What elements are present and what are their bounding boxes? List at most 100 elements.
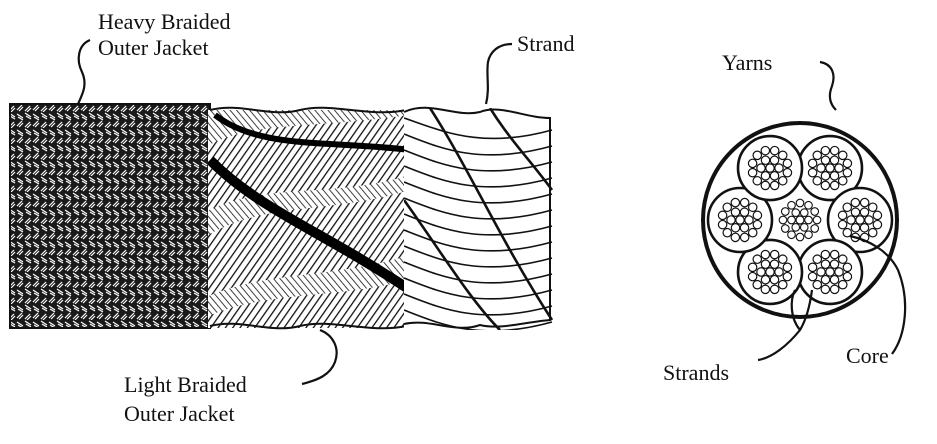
core-yarn-circle xyxy=(805,201,813,209)
yarn-circle xyxy=(736,216,744,224)
yarn-circle xyxy=(770,250,778,258)
yarn-circle xyxy=(731,198,739,206)
yarn-circle xyxy=(740,208,748,216)
yarn-circle xyxy=(860,198,868,206)
yarn-circle xyxy=(740,198,748,206)
yarn-circle xyxy=(748,169,756,177)
yarn-circle xyxy=(748,159,756,167)
core-yarn-circle xyxy=(800,224,808,232)
yarn-circle xyxy=(757,164,765,172)
yarn-circle xyxy=(753,151,761,159)
leader-light-jacket xyxy=(302,330,337,384)
yarn-circle xyxy=(740,233,748,241)
core-yarn-circle xyxy=(781,208,789,216)
yarn-circle xyxy=(821,276,829,284)
yarn-circle xyxy=(753,177,761,185)
yarn-circle xyxy=(839,255,847,263)
core-yarn-circle xyxy=(796,216,804,224)
core-yarn-circle xyxy=(788,216,796,224)
yarn-circle xyxy=(830,181,838,189)
yarn-circle xyxy=(766,268,774,276)
yarn-circle xyxy=(821,285,829,293)
yarn-circle xyxy=(860,208,868,216)
yarn-circle xyxy=(835,164,843,172)
yarn-circle xyxy=(865,216,873,224)
yarn-circle xyxy=(813,151,821,159)
yarn-circle xyxy=(817,268,825,276)
yarn-circle xyxy=(779,151,787,159)
yarn-circle xyxy=(851,224,859,232)
core-yarn-circle xyxy=(796,199,804,207)
yarn-circle xyxy=(775,268,783,276)
core-yarn-circle xyxy=(792,209,800,217)
yarn-circle xyxy=(779,255,787,263)
yarn-circle xyxy=(843,272,851,280)
yarn-circle xyxy=(761,260,769,268)
core-yarn-circle xyxy=(781,225,789,233)
yarn-circle xyxy=(813,280,821,288)
yarn-circle xyxy=(817,164,825,172)
yarn-circle xyxy=(761,181,769,189)
yarn-circle xyxy=(826,268,834,276)
yarn-circle xyxy=(761,250,769,258)
yarn-circle xyxy=(783,159,791,167)
label-heavy-jacket-line2: Outer Jacket xyxy=(98,35,209,60)
yarn-circle xyxy=(839,177,847,185)
yarn-circle xyxy=(761,172,769,180)
yarn-circle xyxy=(748,263,756,271)
yarn-circle xyxy=(770,146,778,154)
yarn-circle xyxy=(843,203,851,211)
yarn-circle xyxy=(770,172,778,180)
yarn-circle xyxy=(753,211,761,219)
yarn-circle xyxy=(860,224,868,232)
core-yarn-circle xyxy=(811,225,819,233)
yarn-circle xyxy=(761,156,769,164)
yarn-circle xyxy=(830,146,838,154)
yarn-circle xyxy=(851,208,859,216)
yarn-circle xyxy=(856,216,864,224)
yarn-circle xyxy=(821,156,829,164)
yarn-circle xyxy=(779,280,787,288)
yarn-circle xyxy=(770,181,778,189)
yarn-circle xyxy=(770,276,778,284)
label-heavy-jacket-line1: Heavy Braided xyxy=(98,9,231,34)
yarn-circle xyxy=(843,159,851,167)
yarn-circle xyxy=(839,151,847,159)
yarn-circle xyxy=(731,233,739,241)
yarn-circle xyxy=(873,211,881,219)
yarn-circle xyxy=(835,268,843,276)
label-strand: Strand xyxy=(517,31,574,56)
core-yarn-circle xyxy=(813,216,821,224)
label-yarns: Yarns xyxy=(722,50,772,75)
yarn-circle xyxy=(826,164,834,172)
yarn-circle xyxy=(830,172,838,180)
leader-yarns xyxy=(820,62,836,110)
yarn-circle xyxy=(727,216,735,224)
yarn-circle xyxy=(753,280,761,288)
yarn-circle xyxy=(753,220,761,228)
core-yarn-circle xyxy=(779,216,787,224)
yarn-circle xyxy=(775,164,783,172)
label-core: Core xyxy=(846,343,889,368)
yarn-circle xyxy=(838,211,846,219)
leader-heavy-jacket xyxy=(78,40,90,104)
yarn-circle xyxy=(808,263,816,271)
yarn-circle xyxy=(753,255,761,263)
yarn-circle xyxy=(821,250,829,258)
yarn-circle xyxy=(843,169,851,177)
yarn-circle xyxy=(749,229,757,237)
yarn-circle xyxy=(766,164,774,172)
yarn-circle xyxy=(723,203,731,211)
yarn-circle xyxy=(761,276,769,284)
yarn-circle xyxy=(718,220,726,228)
yarn-circle xyxy=(770,156,778,164)
yarn-circle xyxy=(873,220,881,228)
core-yarn-circle xyxy=(800,209,808,217)
core-yarn-circle xyxy=(811,208,819,216)
leader-strand xyxy=(486,44,512,104)
yarn-circle xyxy=(821,146,829,154)
yarn-circle xyxy=(731,224,739,232)
heavy-braided-jacket-section xyxy=(10,104,210,328)
core-yarn-circle xyxy=(805,216,813,224)
yarn-circle xyxy=(808,159,816,167)
